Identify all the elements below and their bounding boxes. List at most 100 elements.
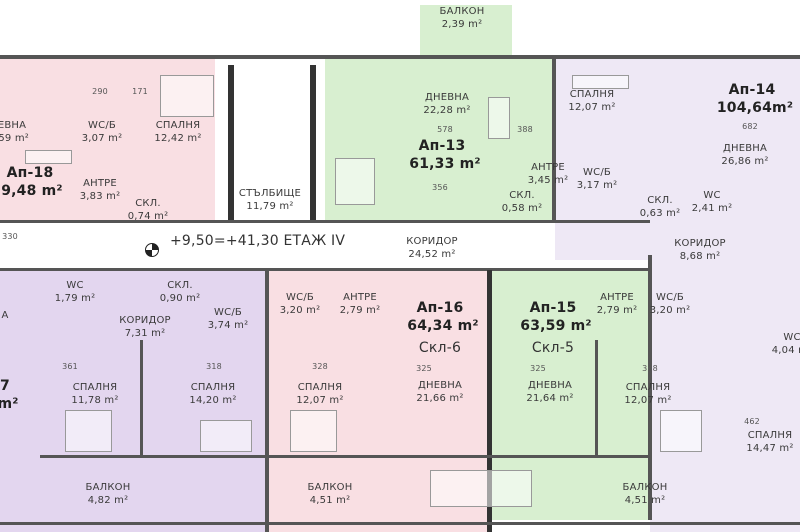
room-name-label: ЕВНА xyxy=(0,120,27,131)
bed xyxy=(65,410,112,452)
wall xyxy=(310,65,316,220)
apartment-name-label: Ап-18 xyxy=(6,165,54,181)
floor-elevation-label: +9,50=+41,30 ЕТАЖ IV xyxy=(170,233,346,249)
room-name-label: КОРИДОР xyxy=(119,315,171,326)
room-area-label: 4,51 m² xyxy=(309,495,351,506)
room-name-label: WC/Б xyxy=(286,292,314,303)
dining-table xyxy=(25,150,72,164)
room-area-label: 3,20 m² xyxy=(649,305,691,316)
dimension-label: 325 xyxy=(416,364,432,373)
wall xyxy=(0,522,800,525)
room-area-label: 14,47 m² xyxy=(746,443,794,454)
elevator-accessibility xyxy=(335,158,375,205)
dimension-label: 290 xyxy=(92,87,108,96)
room-area-label: 2,79 m² xyxy=(596,305,638,316)
dimension-label: 356 xyxy=(432,183,448,192)
room-name-label: СПАЛНЯ xyxy=(569,89,615,100)
apartment-name-label: Ап-16 xyxy=(416,300,464,316)
room-area-label: 0,63 m² xyxy=(639,208,681,219)
room-name-label: БАЛКОН xyxy=(622,482,668,493)
bed xyxy=(572,75,629,89)
dimension-label: 325 xyxy=(530,364,546,373)
room-area-label: 12,07 m² xyxy=(296,395,344,406)
room-name-label: СКЛ. xyxy=(509,190,535,201)
room-area-label: 2,39 m² xyxy=(441,19,483,30)
room-name-label: WC/Б xyxy=(88,120,116,131)
dimension-label: 318 xyxy=(206,362,222,371)
room-area-label: 12,07 m² xyxy=(624,395,672,406)
room-name-label: АНТРЕ xyxy=(531,162,565,173)
room-area-label: 21,66 m² xyxy=(416,393,464,404)
apartment-area-label: 63,59 m² xyxy=(520,318,592,334)
dimension-label: 578 xyxy=(437,125,453,134)
room-area-label: 0,74 m² xyxy=(127,211,169,222)
wall xyxy=(265,270,269,532)
apartment-zone-ap17 xyxy=(0,270,265,532)
bed xyxy=(660,410,702,452)
room-area-label: 22,28 m² xyxy=(423,105,471,116)
room-area-label: 3,17 m² xyxy=(576,180,618,191)
dining-table xyxy=(488,97,510,139)
room-area-label: 8,68 m² xyxy=(679,251,721,262)
dimension-label: 462 xyxy=(744,417,760,426)
apartment-name-label: 7 xyxy=(0,378,10,394)
apartment-name-label: Ап-13 xyxy=(418,138,466,154)
apartment-zone-right xyxy=(650,255,800,532)
room-area-label: 14,20 m² xyxy=(189,395,237,406)
wall xyxy=(552,55,556,220)
apartment-name-label: Ап-15 xyxy=(529,300,577,316)
room-name-label: СКЛ. xyxy=(135,198,161,209)
room-area-label: 24,52 m² xyxy=(408,249,456,260)
room-area-label: 12,42 m² xyxy=(154,133,202,144)
room-area-label: 0,90 m² xyxy=(159,293,201,304)
room-name-label: АНТРЕ xyxy=(600,292,634,303)
sofa xyxy=(430,470,532,507)
room-name-label: СПАЛНЯ xyxy=(155,120,201,131)
room-area-label: 4,82 m² xyxy=(87,495,129,506)
room-area-label: 26,86 m² xyxy=(721,156,769,167)
room-name-label: СКЛ. xyxy=(647,195,673,206)
room-name-label: А xyxy=(1,310,9,321)
room-area-label: 3,20 m² xyxy=(279,305,321,316)
room-name-label: КОРИДОР xyxy=(674,238,726,249)
wall xyxy=(595,340,598,455)
room-name-label: КОРИДОР xyxy=(406,236,458,247)
wall xyxy=(487,270,492,532)
room-area-label: .59 m² xyxy=(0,133,30,144)
room-name-label: WC/Б xyxy=(214,307,242,318)
dimension-label: 361 xyxy=(62,362,78,371)
room-area-label: 11,79 m² xyxy=(246,201,294,212)
bed xyxy=(200,420,252,452)
room-name-label: СПАЛНЯ xyxy=(72,382,118,393)
dimension-label: 388 xyxy=(517,125,533,134)
room-area-label: 2,41 m² xyxy=(691,203,733,214)
room-name-label: ДНЕВНА xyxy=(722,143,768,154)
dimension-label: 328 xyxy=(642,364,658,373)
room-name-label: СПАЛНЯ xyxy=(297,382,343,393)
apartment-area-label: m² xyxy=(0,396,19,412)
wall xyxy=(228,65,234,220)
bed xyxy=(160,75,214,117)
room-name-label: СПАЛНЯ xyxy=(190,382,236,393)
apartment-area-label: 9,48 m² xyxy=(1,183,63,199)
room-name-label: СТЪЛБИЩЕ xyxy=(238,188,302,199)
wall xyxy=(0,268,650,271)
apartment-area-label: 61,33 m² xyxy=(409,156,481,172)
stairwell-zone xyxy=(228,65,313,220)
apartment-area-label: 64,34 m² xyxy=(407,318,479,334)
apartment-zone-ap14 xyxy=(555,55,800,260)
room-name-label: WC xyxy=(703,190,721,201)
room-name-label: СПАЛНЯ xyxy=(625,382,671,393)
wall xyxy=(648,255,652,520)
room-area-label: 2,79 m² xyxy=(339,305,381,316)
room-area-label: 3,83 m² xyxy=(79,191,121,202)
room-area-label: 21,64 m² xyxy=(526,393,574,404)
dimension-label: 682 xyxy=(742,122,758,131)
room-name-label: WC/Б xyxy=(583,167,611,178)
room-name-label: ДНЕВНА xyxy=(424,92,470,103)
room-name-label: АНТРЕ xyxy=(83,178,117,189)
room-name-label: БАЛКОН xyxy=(85,482,131,493)
apartment-zone-ap13-balcony xyxy=(420,5,512,60)
room-area-label: 3,74 m² xyxy=(207,320,249,331)
room-area-label: 3,07 m² xyxy=(81,133,123,144)
